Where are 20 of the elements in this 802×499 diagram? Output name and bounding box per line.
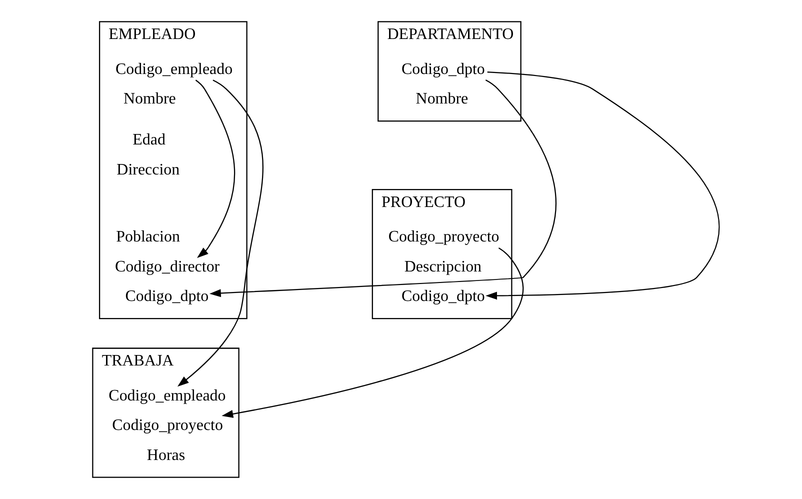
arrow: [485, 71, 720, 300]
node-text: Codigo_proyecto: [388, 228, 499, 246]
node-text: Horas: [146, 446, 185, 464]
arrow: [176, 80, 263, 387]
node-text: Descripcion: [404, 258, 482, 276]
arrow: [208, 80, 556, 298]
node-text: Nombre: [123, 90, 176, 108]
node-text: Codigo_dpto: [124, 288, 208, 306]
node-text: Codigo_empleado: [115, 60, 232, 78]
node-text: Direccion: [116, 161, 180, 178]
arrow: [221, 247, 524, 418]
node-text: Codigo_empleado: [108, 387, 226, 404]
node-text: Codigo_director: [114, 258, 220, 276]
node-text: Codigo_dpto: [401, 60, 484, 78]
node-text: Poblacion: [116, 228, 180, 246]
node-text: Nombre: [415, 90, 468, 108]
arrow: [194, 80, 235, 258]
node-text: Edad: [132, 132, 165, 149]
node-text: Codigo_dpto: [401, 288, 484, 306]
node-text: Codigo_proyecto: [112, 417, 222, 434]
